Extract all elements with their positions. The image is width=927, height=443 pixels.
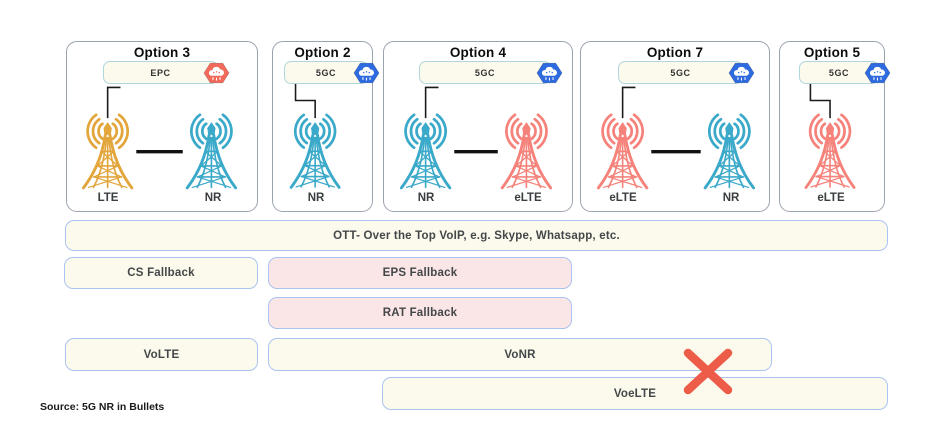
core-network-box: 5GC <box>284 61 380 84</box>
core-to-tower-connector-line <box>809 83 831 119</box>
row-rat-fallback: RAT Fallback <box>268 297 572 329</box>
panel-graphics <box>81 86 238 190</box>
nr-tower-icon <box>703 113 756 190</box>
panel-title: Option 2 <box>294 45 351 60</box>
core-network-label: 5GC <box>670 67 691 78</box>
panel-option-2: Option 2 5GC NR <box>272 41 380 212</box>
cloud-hexagon-icon <box>353 62 380 83</box>
panel-graphics <box>399 86 553 190</box>
elte-tower-icon <box>596 113 649 190</box>
tower-label-lte: LTE <box>97 192 119 204</box>
elte-tower-icon <box>500 113 553 190</box>
core-to-tower-connector-line <box>294 83 316 119</box>
nr-tower-icon <box>289 113 341 189</box>
cloud-hexagon-icon <box>864 62 891 83</box>
panel-title: Option 4 <box>449 45 507 60</box>
tower-label-nr: NR <box>204 192 222 204</box>
core-to-tower-connector-line <box>424 86 439 119</box>
tower-label-nr: NR <box>722 192 740 204</box>
cloud-hexagon-icon <box>728 62 755 83</box>
panel-option-7: Option 7 5GC eLTE NR <box>580 41 770 212</box>
panel-title: Option 5 <box>803 45 861 60</box>
tower-label-elte: eLTE <box>514 192 542 204</box>
core-network-box: 5GC <box>799 61 891 84</box>
cloud-hexagon-icon <box>536 62 563 83</box>
panel-option-3: Option 3 EPC LTE NR <box>66 41 258 212</box>
core-network-label: 5GC <box>828 67 850 78</box>
nr-tower-icon <box>185 113 238 190</box>
tower-label-nr: NR <box>307 192 325 204</box>
tower-label-elte: eLTE <box>609 192 637 204</box>
panel-option-5: Option 5 5GC eLTE <box>779 41 891 212</box>
panel-graphics <box>289 83 341 189</box>
row-voelte: VoeLTE <box>382 377 888 410</box>
tower-label-elte: eLTE <box>817 192 845 204</box>
core-network-label: 5GC <box>474 67 496 78</box>
tower-label-nr: NR <box>417 192 435 204</box>
nr-tower-icon <box>399 113 452 190</box>
core-network-box: EPC <box>103 61 230 84</box>
core-network-label: 5GC <box>315 67 337 78</box>
lte-tower-icon <box>81 113 134 190</box>
core-network-label: EPC <box>150 67 171 78</box>
cloud-hexagon-icon <box>203 62 230 83</box>
row-volte: VoLTE <box>65 338 258 371</box>
panel-graphics <box>804 83 856 189</box>
core-network-box: 5GC <box>618 61 755 84</box>
panel-title: Option 7 <box>646 45 704 60</box>
panel-title: Option 3 <box>133 45 191 60</box>
panel-option-4: Option 4 5GC NR eLTE <box>383 41 573 212</box>
panel-graphics <box>596 86 756 190</box>
row-eps-fallback: EPS Fallback <box>268 257 572 289</box>
source-note: Source: 5G NR in Bullets <box>40 401 165 413</box>
rejected-x-icon <box>683 348 733 395</box>
core-network-box: 5GC <box>419 61 563 84</box>
core-to-tower-connector-line <box>106 86 121 119</box>
core-to-tower-connector-line <box>621 86 636 119</box>
row-cs-fallback: CS Fallback <box>64 257 258 289</box>
row-ott: OTT- Over the Top VoIP, e.g. Skype, What… <box>65 220 888 251</box>
elte-tower-icon <box>804 113 856 189</box>
